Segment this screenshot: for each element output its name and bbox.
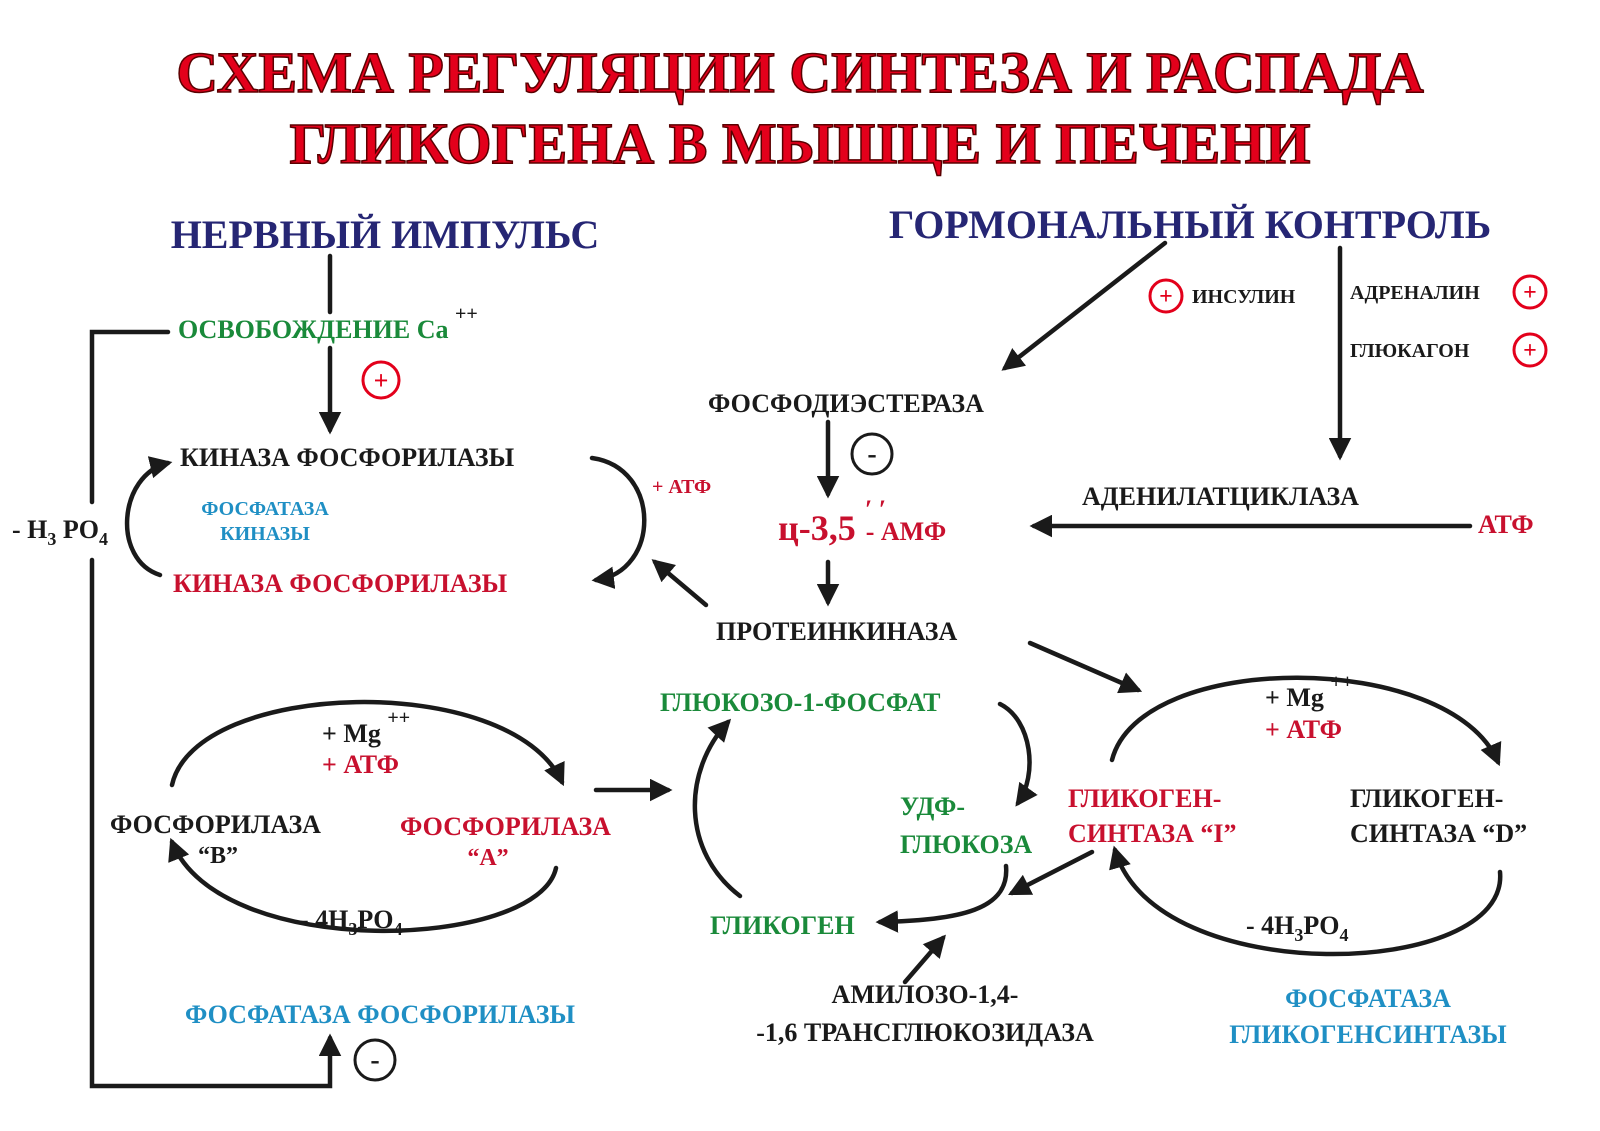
calcium-release-label: ОСВОБОЖДЕНИЕ Ca ++	[178, 303, 478, 344]
glucagon-item: ГЛЮКАГОН +	[1350, 332, 1548, 368]
synthase-mg: + Mg ++	[1265, 671, 1353, 712]
synthase-atp: + АТФ	[1265, 715, 1342, 744]
synthase-release: - 4H3PO4	[1246, 911, 1349, 945]
inhibition-minus-icon	[353, 1038, 397, 1082]
plus-sign: +	[1159, 284, 1173, 310]
glycogen-to-glucose-phosphate-arrow	[692, 718, 743, 899]
adenylate-cyclase-label: АДЕНИЛАТЦИКЛАЗА	[1082, 482, 1359, 511]
glycogen-synthase-i-line1: ГЛИКОГЕН-	[1068, 784, 1221, 813]
activation-plus-icon	[1148, 278, 1184, 314]
plus-sign: +	[374, 366, 389, 395]
phosphorylase-kinase-active: КИНАЗА ФОСФОРИЛАЗЫ	[173, 569, 508, 598]
phosphorylase-a-line2: “A”	[467, 845, 508, 871]
kinase-inactivation-arrow	[125, 456, 173, 578]
phosphate-mid: PO	[56, 515, 99, 544]
phosphorylase-a-line1: ФОСФОРИЛАЗА	[400, 812, 611, 841]
camp-label: ц-3,5 - АМФ	[778, 508, 946, 548]
phosphorylase-inactivation-arrow	[168, 837, 559, 933]
plus-sign: +	[1523, 280, 1537, 306]
phosphatase-feedback-bracket	[89, 557, 342, 1089]
release-sub: 3	[1294, 925, 1303, 945]
udp-to-glycogen-arrow	[875, 863, 1009, 933]
mg-text: + Mg	[322, 719, 381, 748]
nerve-impulse-label: НЕРВНЫЙ ИМПУЛЬС	[171, 212, 600, 257]
protein-kinase-to-synthase-arrow	[1027, 640, 1143, 694]
insulin-to-phosphodiesterase-arrow	[1001, 240, 1168, 371]
udp-glucose-line1: УДФ-	[900, 792, 965, 821]
hormonal-control-label: ГОРМОНАЛЬНЫЙ КОНТРОЛЬ	[889, 202, 1491, 247]
inhibition-minus-icon	[850, 432, 894, 476]
glycogen-synthase-d-line2: СИНТАЗА “D”	[1350, 819, 1527, 848]
plus-sign: +	[1523, 338, 1537, 364]
phosphate-sub2: 4	[99, 529, 108, 549]
udp-glucose-line2: ГЛЮКОЗА	[900, 830, 1032, 859]
amylo-to-glycogen-arrow	[902, 934, 946, 985]
insulin-item: + ИНСУЛИН	[1148, 278, 1296, 314]
synthase-phosphatase-line2: ГЛИКОГЕНСИНТАЗЫ	[1229, 1020, 1507, 1049]
phosphorylase-mg: + Mg ++	[322, 707, 410, 748]
phosphodiesterase-label: ФОСФОДИЭСТЕРАЗА	[708, 389, 984, 418]
amylo-transglucosidase-line1: АМИЛОЗО-1,4-	[832, 980, 1019, 1009]
phosphorylase-phosphatase-label: ФОСФАТАЗА ФОСФОРИЛАЗЫ	[185, 1000, 575, 1029]
release-prefix: - 4H	[1246, 911, 1294, 940]
kinase-phosphatase-line2: КИНАЗЫ	[220, 523, 310, 545]
mg-charge: ++	[387, 707, 410, 729]
adrenaline-item: АДРЕНАЛИН +	[1350, 274, 1548, 310]
glucose-1-phosphate-label: ГЛЮКОЗО-1-ФОСФАТ	[660, 688, 940, 717]
synthase-to-udp-arrow	[1007, 849, 1095, 896]
protein-kinase-label: ПРОТЕИНКИНАЗА	[716, 617, 957, 646]
minus-sign: -	[370, 1045, 379, 1076]
atp-substrate-label: АТФ	[1478, 510, 1534, 539]
amylo-transglucosidase-line2: -1,6 ТРАНСГЛЮКОЗИДАЗА	[756, 1018, 1094, 1047]
release-mid: PO	[1303, 911, 1339, 940]
phosphorylase-b-line1: ФОСФОРИЛАЗА	[110, 810, 321, 839]
phosphorylase-kinase-inactive: КИНАЗА ФОСФОРИЛАЗЫ	[180, 443, 515, 472]
calcium-feedback-bracket	[89, 329, 171, 505]
protein-kinase-to-kinase-arrow	[651, 559, 709, 608]
calcium-charge: ++	[455, 303, 478, 325]
activation-plus-icon	[1512, 332, 1548, 368]
camp-suffix: - АМФ	[866, 517, 946, 546]
calcium-release-text: ОСВОБОЖДЕНИЕ Ca	[178, 315, 448, 344]
glycogen-synthase-d-line1: ГЛИКОГЕН-	[1350, 784, 1503, 813]
minus-sign: -	[867, 439, 876, 470]
activation-plus-icon	[1512, 274, 1548, 310]
synthase-phosphatase-line1: ФОСФАТАЗА	[1285, 984, 1451, 1013]
phosphate-prefix: - H	[12, 515, 47, 544]
glycogen-synthase-i-line2: СИНТАЗА “I”	[1068, 819, 1237, 848]
mg-text: + Mg	[1265, 683, 1324, 712]
phosphorylase-atp: + АТФ	[322, 750, 399, 779]
glucagon-label: ГЛЮКАГОН	[1350, 340, 1470, 362]
adrenaline-label: АДРЕНАЛИН	[1350, 282, 1480, 304]
synthase-reactivation-arrow	[1109, 845, 1503, 957]
phosphorylase-release: - 4H3PO4	[300, 905, 403, 939]
phosphate-sub: 3	[47, 529, 56, 549]
release-sub2: 4	[1340, 925, 1349, 945]
phosphorylase-activation-arrow	[169, 699, 565, 788]
camp-primes: ′ ′	[865, 495, 886, 524]
title: СХЕМА РЕГУЛЯЦИИ СИНТЕЗА И РАСПАДА ГЛИКОГ…	[176, 39, 1425, 177]
insulin-label: ИНСУЛИН	[1192, 286, 1296, 308]
glucose-phosphate-to-udp-arrow	[997, 701, 1038, 807]
title-line-2: ГЛИКОГЕНА В МЫШЦЕ И ПЕЧЕНИ	[289, 111, 1310, 176]
kinase-activation-arrow	[589, 455, 647, 589]
glycogen-label: ГЛИКОГЕН	[710, 911, 855, 940]
left-phosphate-release: - H3 PO4	[12, 515, 108, 549]
phosphorylase-b-line2: “B”	[198, 843, 238, 869]
synthase-inactivation-arrow	[1109, 675, 1502, 767]
title-line-1: СХЕМА РЕГУЛЯЦИИ СИНТЕЗА И РАСПАДА	[176, 40, 1424, 105]
kinase-phosphatase-line1: ФОСФАТАЗА	[201, 498, 329, 520]
camp-main: ц-3,5	[778, 508, 856, 548]
kinase-plus-atp: + АТФ	[652, 476, 711, 498]
activation-plus-icon	[361, 360, 401, 400]
